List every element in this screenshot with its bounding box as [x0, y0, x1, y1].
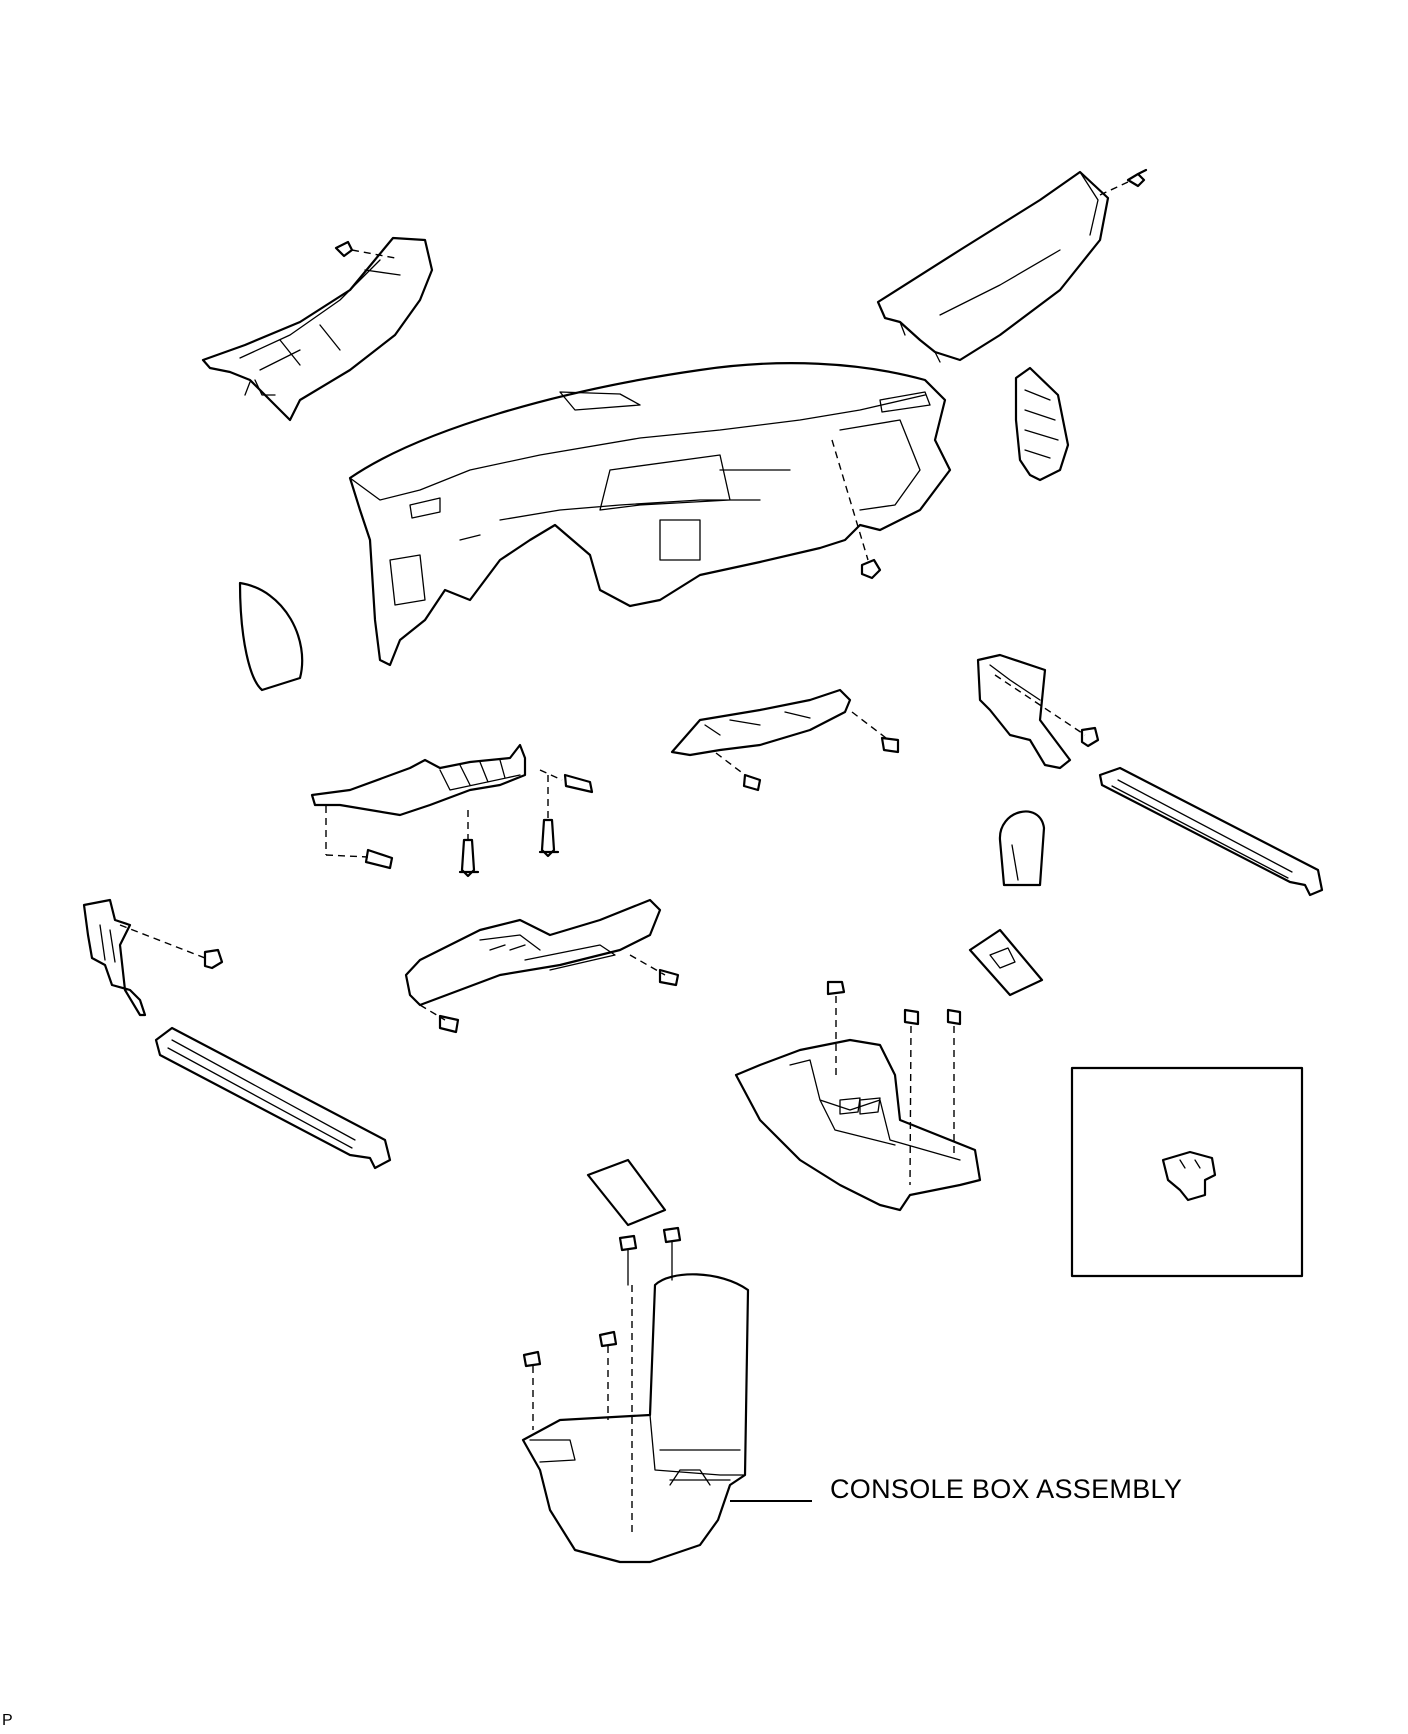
left-scuff-plate: [154, 1026, 392, 1170]
lower-finish-panel-left: [310, 743, 527, 817]
upper-console-panel: [734, 1038, 982, 1212]
console-mat: [586, 1158, 667, 1227]
inset-clip-detail: [1070, 1066, 1304, 1278]
left-pillar-clip: [334, 240, 396, 259]
left-cowl-clip: [119, 924, 224, 970]
lower-left-screws: [325, 769, 594, 878]
lower-finish-panel-right: [404, 898, 662, 1007]
right-cowl-clip: [994, 674, 1100, 748]
right-scuff-plate: [1098, 766, 1324, 897]
console-box-assembly-label: CONSOLE BOX ASSEMBLY: [830, 1474, 1183, 1504]
lower-finish-panel-center: [670, 688, 852, 757]
left-side-cover: [238, 581, 304, 692]
right-side-vent-cover: [1014, 366, 1070, 482]
shift-lever-knob: [998, 810, 1046, 887]
panel-clip: [831, 439, 882, 580]
console-box-assembly: [521, 1273, 750, 1564]
left-cowl-side-trim: [82, 898, 147, 1017]
lower-center-screws: [715, 711, 900, 792]
right-pillar-clip: [1099, 168, 1148, 196]
right-cowl-side-trim: [976, 653, 1072, 770]
left-front-pillar-garnish: [201, 236, 434, 422]
instrument-panel: [348, 362, 952, 667]
upper-console-screws: [826, 980, 962, 1186]
lower-right-screws: [419, 954, 680, 1034]
right-front-pillar-garnish: [876, 170, 1110, 363]
console-box-screws: [522, 1226, 682, 1535]
shift-indicator-plate: [968, 928, 1044, 997]
figure-code: P: [2, 1712, 13, 1729]
